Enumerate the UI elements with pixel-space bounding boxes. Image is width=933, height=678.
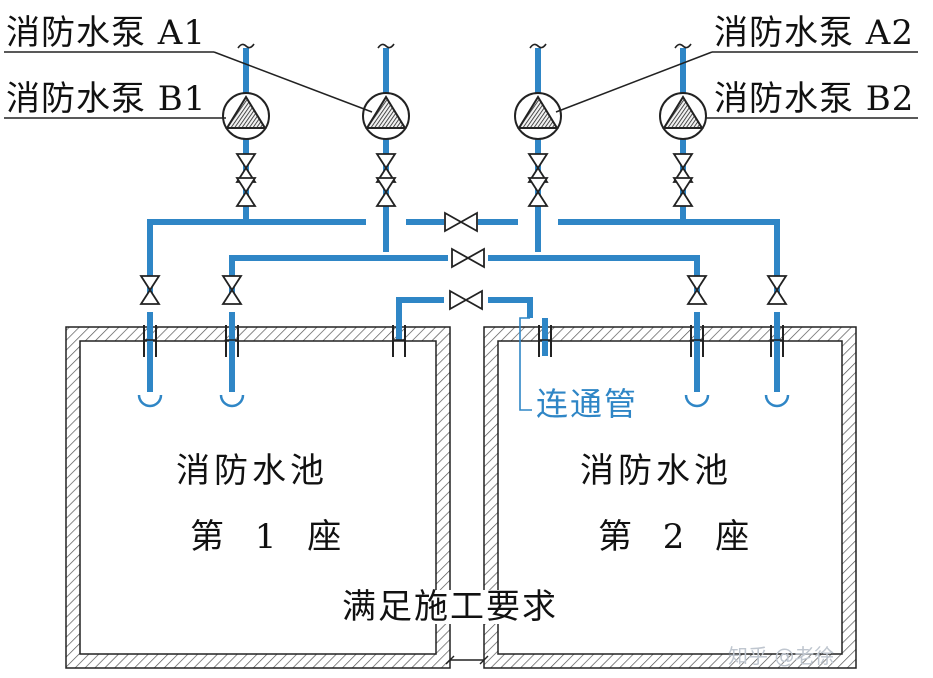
pool-gap-marker <box>445 655 489 665</box>
suction-bellmouth-icon <box>219 393 245 408</box>
valve-icon <box>673 177 693 207</box>
valve-icon <box>767 275 787 305</box>
pump-b1-label: 消防水泵 B1 <box>6 79 207 119</box>
valve-icon <box>376 177 396 207</box>
pump-a1-label: 消防水泵 A1 <box>6 13 206 53</box>
valve-icon <box>449 290 483 310</box>
suction-bellmouth-icon <box>684 393 710 408</box>
requirement-note: 满足施工要求 <box>336 590 564 624</box>
pool-1-walls <box>65 326 451 669</box>
leader-lines <box>4 51 918 119</box>
valve-icon <box>528 177 548 207</box>
pool-2-walls <box>483 326 857 669</box>
valve-icon <box>222 275 242 305</box>
pool-1-number: 第 1 座 <box>190 517 352 557</box>
pump-a2-icon <box>514 92 562 140</box>
pipe-network <box>147 48 780 392</box>
pump-b1-icon <box>222 92 270 140</box>
pump-b2-label: 消防水泵 B2 <box>714 79 915 119</box>
connector-pipe-label: 连通管 <box>536 385 639 423</box>
pipe-top-caps <box>237 43 692 49</box>
connector-callout <box>519 317 532 411</box>
valve-icon <box>687 275 707 305</box>
pool-1-name: 消防水池 <box>176 451 328 491</box>
pool-2-name: 消防水池 <box>580 451 732 491</box>
watermark: 知乎 @老徐 <box>728 644 835 668</box>
valve-icon <box>451 248 485 268</box>
valve-icon <box>140 275 160 305</box>
valve-icon <box>236 177 256 207</box>
suction-bellmouth-icon <box>764 393 790 408</box>
pump-a1-icon <box>362 92 410 140</box>
valve-icon <box>444 212 478 232</box>
pool-2-number: 第 2 座 <box>598 517 760 557</box>
pump-a2-label: 消防水泵 A2 <box>714 13 914 53</box>
suction-bellmouth-icon <box>137 393 163 408</box>
pump-b2-icon <box>659 92 707 140</box>
